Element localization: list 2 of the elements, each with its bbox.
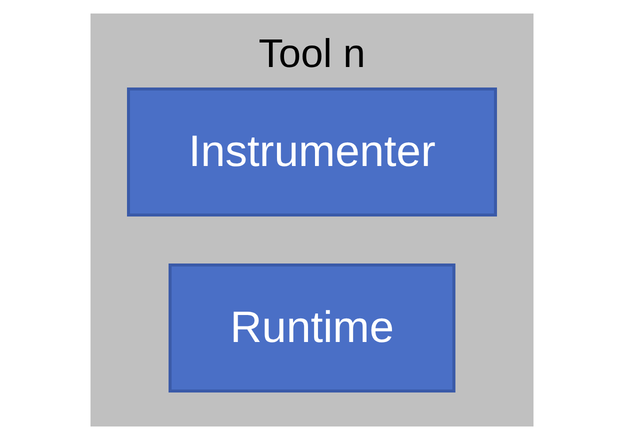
node-box: Instrumenter [127,88,497,216]
node-box: Runtime [168,264,456,392]
